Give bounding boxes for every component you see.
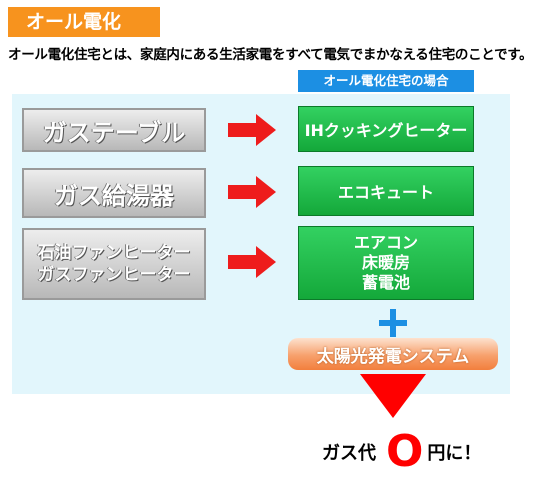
solar-power-system-label: 太陽光発電システム — [316, 346, 470, 367]
result-text: ガス代 O 円に！ — [322, 430, 481, 474]
gas-table-label: ガステーブル — [42, 118, 186, 147]
gas-fan-heater-label: ガスファンヒーター — [37, 265, 191, 285]
storage-battery-label: 蓄電池 — [361, 273, 410, 292]
gas-cost-suffix: 円に！ — [427, 443, 482, 464]
all-electric-column-header: オール電化住宅の場合 — [298, 70, 474, 92]
zero-value: O — [386, 426, 424, 477]
ih-cooking-heater-box: IHクッキングヒーター — [298, 106, 474, 152]
air-conditioner-label: エアコン — [353, 233, 418, 252]
arrow-right-icon — [228, 114, 276, 146]
plus-icon — [379, 309, 407, 337]
arrow-down-icon — [360, 374, 426, 418]
intro-text: オール電化住宅とは、家庭内にある生活家電をすべて電気でまかなえる住宅のことです。 — [8, 47, 533, 63]
gas-water-heater-label: ガス給湯器 — [54, 181, 174, 210]
oil-fan-heater-label: 石油ファンヒーター — [37, 243, 191, 263]
gas-cost-prefix: ガス代 — [322, 443, 376, 464]
gas-table-box: ガステーブル — [22, 108, 206, 152]
title-badge: オール電化 — [8, 7, 160, 37]
arrow-right-icon — [228, 176, 276, 208]
eco-cute-label: エコキュート — [337, 183, 434, 202]
electric-heating-box: エアコン 床暖房 蓄電池 — [298, 226, 474, 300]
fan-heater-box: 石油ファンヒーター ガスファンヒーター — [22, 228, 206, 300]
gas-water-heater-box: ガス給湯器 — [22, 168, 206, 218]
arrow-right-icon — [228, 246, 276, 278]
eco-cute-box: エコキュート — [298, 166, 474, 216]
ih-cooking-heater-label: IHクッキングヒーター — [304, 121, 468, 140]
title-text: オール電化 — [26, 11, 122, 33]
floor-heating-label: 床暖房 — [361, 253, 410, 272]
solar-power-system-box: 太陽光発電システム — [288, 338, 498, 370]
